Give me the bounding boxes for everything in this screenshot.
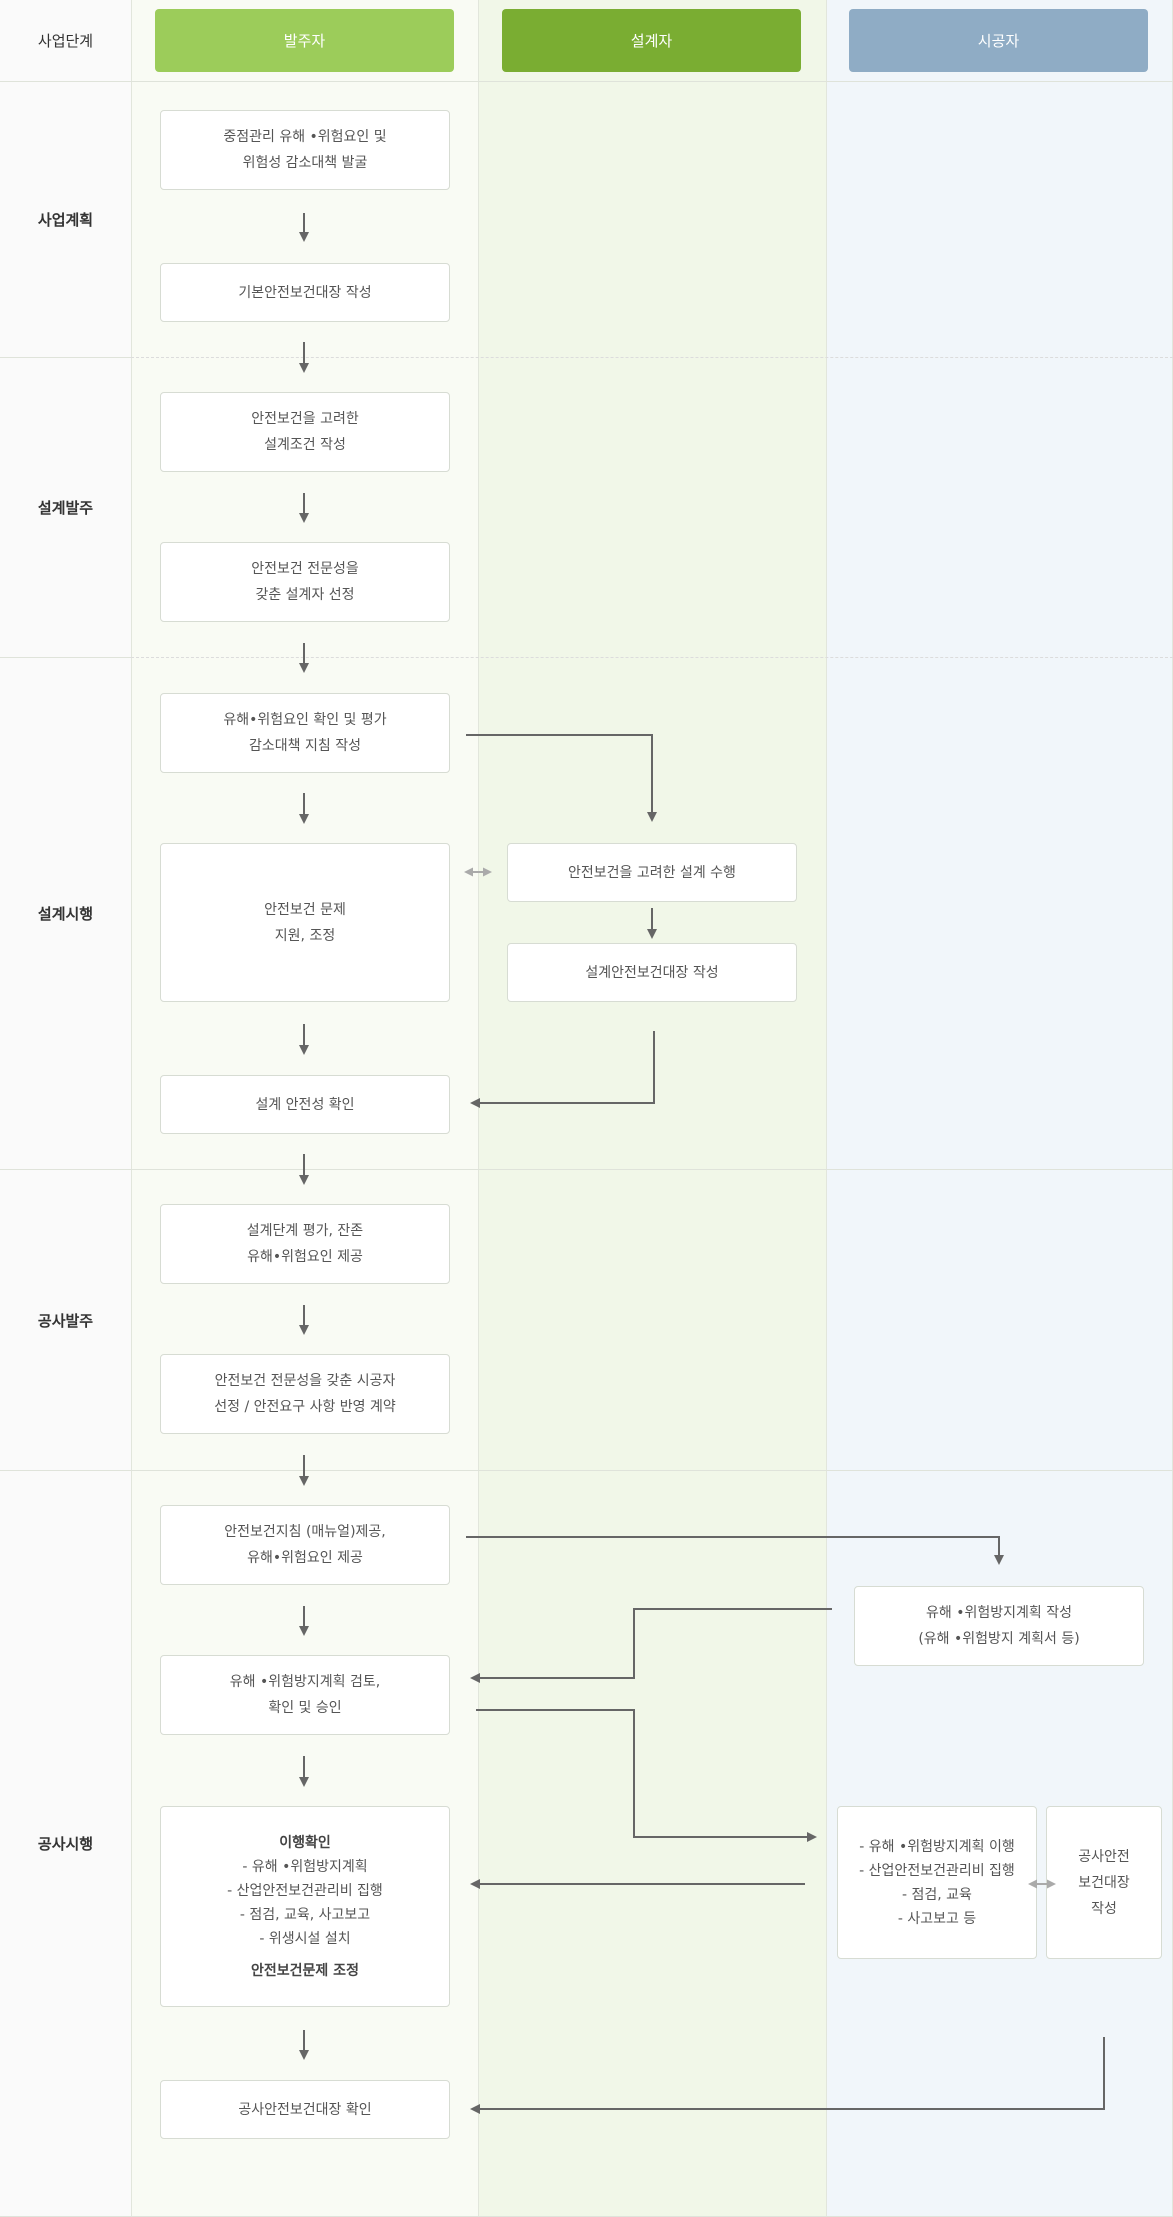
box-line: - 유해 •위험방지계획 (242, 1858, 368, 1875)
box-line: 설계 안전성 확인 (255, 1096, 355, 1113)
column-divider (131, 0, 132, 2217)
box-line: 유해•위험요인 제공 (247, 1550, 363, 1566)
stage-divider (131, 357, 1173, 358)
box-line: - 점검, 교육, 사고보고 (239, 1906, 371, 1923)
box-line: - 유해 •위험방지계획 이행 (859, 1838, 1015, 1855)
box-line: 안전보건을 고려한 (251, 411, 359, 427)
stage-design-exec: 설계시행 (37, 905, 94, 923)
box-line: 유해•위험요인 확인 및 평가 (223, 712, 387, 728)
box-line: 공사안전보건대장 확인 (238, 2101, 372, 2118)
stage-planning: 사업계획 (37, 211, 94, 229)
box-line: 작성 (1091, 1900, 1117, 1917)
box-construction-ledger-check: 공사안전보건대장 확인 (160, 2080, 450, 2139)
box-line: 보건대장 (1078, 1874, 1130, 1891)
stage-divider (0, 1470, 1173, 1471)
stage-divider (131, 657, 1173, 658)
flow-arrow (470, 1608, 832, 1683)
stage-construction-order: 공사발주 (37, 1311, 94, 1330)
box-line: 설계조건 작성 (264, 437, 346, 453)
box-line: 유해•위험요인 제공 (247, 1249, 363, 1265)
box-design-safety-check: 설계 안전성 확인 (160, 1075, 450, 1134)
stage-divider (0, 1169, 1173, 1170)
owner-header: 발주자 (155, 9, 454, 72)
box-line: 선정 / 안전요구 사항 반영 계약 (214, 1399, 396, 1415)
designer-header: 설계자 (502, 9, 801, 72)
box-safety-manual: 안전보건지침 (매뉴얼)제공, 유해•위험요인 제공 (160, 1505, 450, 1585)
flow-arrow (470, 1031, 655, 1108)
box-line: 유해 •위험방지계획 검토, (229, 1674, 381, 1690)
box-line: 확인 및 승인 (268, 1700, 342, 1716)
box-footer: 안전보건문제 조정 (251, 1962, 359, 1979)
box-line: 기본안전보건대장 작성 (238, 284, 372, 301)
stage-header-label: 사업단계 (37, 32, 94, 50)
box-line: 유해 •위험방지계획 작성 (926, 1605, 1072, 1621)
flow-arrow (470, 2037, 1105, 2114)
box-plan-review: 유해 •위험방지계획 검토, 확인 및 승인 (160, 1655, 450, 1735)
stage-design-order: 설계발주 (37, 499, 94, 517)
box-line: (유해 •위험방지 계획서 등) (918, 1631, 1080, 1647)
box-line: 설계안전보건대장 작성 (585, 964, 719, 981)
box-line: - 산업안전보건관리비 집행 (227, 1882, 383, 1899)
box-plan-execution: - 유해 •위험방지계획 이행 - 산업안전보건관리비 집행 - 점검, 교육 … (837, 1806, 1037, 1959)
box-line: 설계단계 평가, 잔존 (246, 1223, 364, 1239)
stage-column (0, 0, 131, 2217)
builder-header: 시공자 (849, 9, 1148, 72)
designer-column (478, 0, 826, 2217)
box-line: - 점검, 교육 (902, 1886, 972, 1903)
flow-arrow (466, 734, 657, 822)
box-line: 안전보건지침 (매뉴얼)제공, (224, 1524, 386, 1540)
box-safety-design: 안전보건을 고려한 설계 수행 (507, 843, 797, 902)
box-line: 지원, 조정 (274, 927, 336, 944)
box-implementation-check: 이행확인 - 유해 •위험방지계획 - 산업안전보건관리비 집행 - 점검, 교… (160, 1806, 450, 2007)
box-line: - 산업안전보건관리비 집행 (859, 1862, 1015, 1879)
box-title: 이행확인 (279, 1834, 331, 1851)
header-divider (0, 81, 1173, 82)
box-line: 감소대책 지침 작성 (249, 738, 361, 754)
stage-construction-exec: 공사시행 (37, 1835, 94, 1853)
box-line: - 사고보고 등 (897, 1910, 977, 1927)
box-line: 공사안전 (1078, 1848, 1130, 1865)
box-design-ledger: 설계안전보건대장 작성 (507, 943, 797, 1002)
box-line: 위험성 감소대책 발굴 (242, 155, 368, 171)
box-line: 안전보건 전문성을 (251, 561, 359, 577)
box-line: 갖춘 설계자 선정 (255, 587, 355, 603)
box-basic-safety-ledger: 기본안전보건대장 작성 (160, 263, 450, 322)
box-hazard-prevention-plan: 유해 •위험방지계획 작성 (유해 •위험방지 계획서 등) (854, 1586, 1144, 1666)
stage-divider (0, 657, 131, 658)
box-line: 안전보건을 고려한 설계 수행 (568, 864, 736, 881)
column-divider (478, 0, 479, 2217)
flow-arrow (466, 1536, 1004, 1565)
box-line: - 위생시설 설치 (259, 1930, 351, 1947)
box-line: 안전보건 전문성을 갖춘 시공자 (214, 1373, 396, 1389)
flow-arrow (476, 1709, 817, 1842)
box-line: 중점관리 유해 •위험요인 및 (223, 129, 387, 145)
box-construction-ledger: 공사안전 보건대장 작성 (1046, 1806, 1162, 1959)
box-line: 안전보건 문제 (264, 901, 346, 918)
column-divider (826, 0, 827, 2217)
stage-divider (0, 357, 131, 358)
